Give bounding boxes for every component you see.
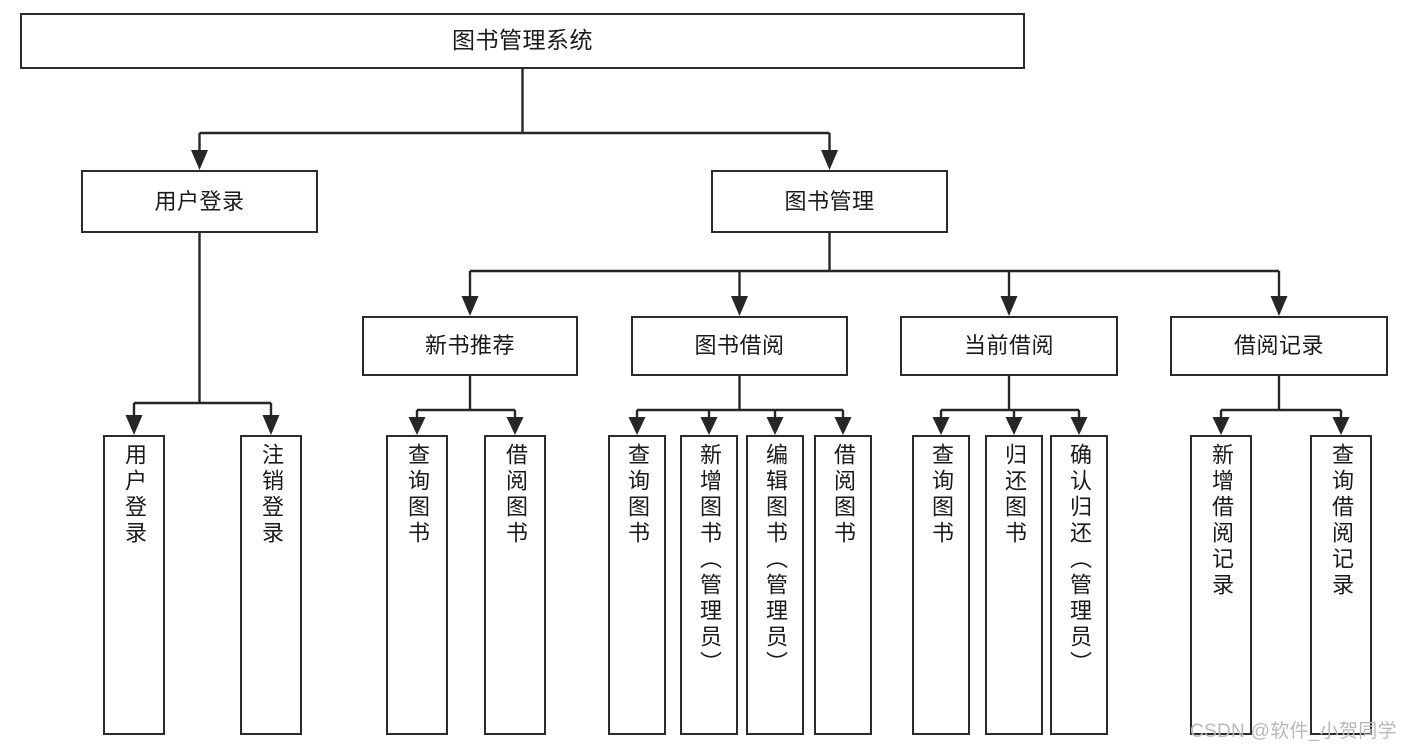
node-label: 查询图书 [625, 443, 650, 547]
node-current-borrow[interactable]: 当前借阅 [900, 316, 1118, 376]
node-label: 查询借阅记录 [1329, 443, 1354, 599]
leaf-borrow-book[interactable]: 借阅图书 [814, 435, 872, 735]
node-new-book-recommend[interactable]: 新书推荐 [362, 316, 578, 376]
node-label: 用户登录 [122, 443, 147, 547]
node-label: 图书借阅 [694, 333, 785, 359]
leaf-add-book-admin[interactable]: 新增图书（管理员） [680, 435, 738, 735]
node-label: 编辑图书（管理员） [763, 443, 788, 677]
leaf-query-borrow-record[interactable]: 查询借阅记录 [1310, 435, 1372, 735]
node-label: 图书管理 [784, 188, 875, 214]
node-label: 当前借阅 [963, 333, 1054, 359]
node-label: 用户登录 [154, 188, 245, 214]
node-label: 查询图书 [929, 443, 954, 547]
node-label: 借阅图书 [831, 443, 856, 547]
node-label: 借阅记录 [1233, 333, 1324, 359]
node-book-management[interactable]: 图书管理 [711, 170, 948, 233]
node-label: 新书推荐 [424, 333, 515, 359]
node-user-login[interactable]: 用户登录 [81, 170, 318, 233]
node-borrow-record[interactable]: 借阅记录 [1170, 316, 1388, 376]
leaf-add-borrow-record[interactable]: 新增借阅记录 [1190, 435, 1252, 735]
node-label: 新增图书（管理员） [697, 443, 722, 677]
leaf-query-book-current[interactable]: 查询图书 [912, 435, 970, 735]
node-root-system[interactable]: 图书管理系统 [20, 13, 1025, 69]
node-label: 图书管理系统 [452, 27, 593, 54]
leaf-logout[interactable]: 注销登录 [240, 435, 302, 735]
leaf-query-book-recommend[interactable]: 查询图书 [386, 435, 448, 735]
leaf-confirm-return-admin[interactable]: 确认归还（管理员） [1050, 435, 1108, 735]
node-label: 注销登录 [259, 443, 284, 547]
node-book-borrow[interactable]: 图书借阅 [631, 316, 848, 376]
leaf-query-book-borrow[interactable]: 查询图书 [608, 435, 666, 735]
leaf-return-book[interactable]: 归还图书 [985, 435, 1043, 735]
node-label: 借阅图书 [503, 443, 528, 547]
node-label: 新增借阅记录 [1209, 443, 1234, 599]
node-label: 归还图书 [1002, 443, 1027, 547]
node-label: 确认归还（管理员） [1067, 443, 1092, 677]
leaf-user-login[interactable]: 用户登录 [103, 435, 165, 735]
leaf-borrow-book-recommend[interactable]: 借阅图书 [484, 435, 546, 735]
leaf-edit-book-admin[interactable]: 编辑图书（管理员） [746, 435, 804, 735]
node-label: 查询图书 [405, 443, 430, 547]
